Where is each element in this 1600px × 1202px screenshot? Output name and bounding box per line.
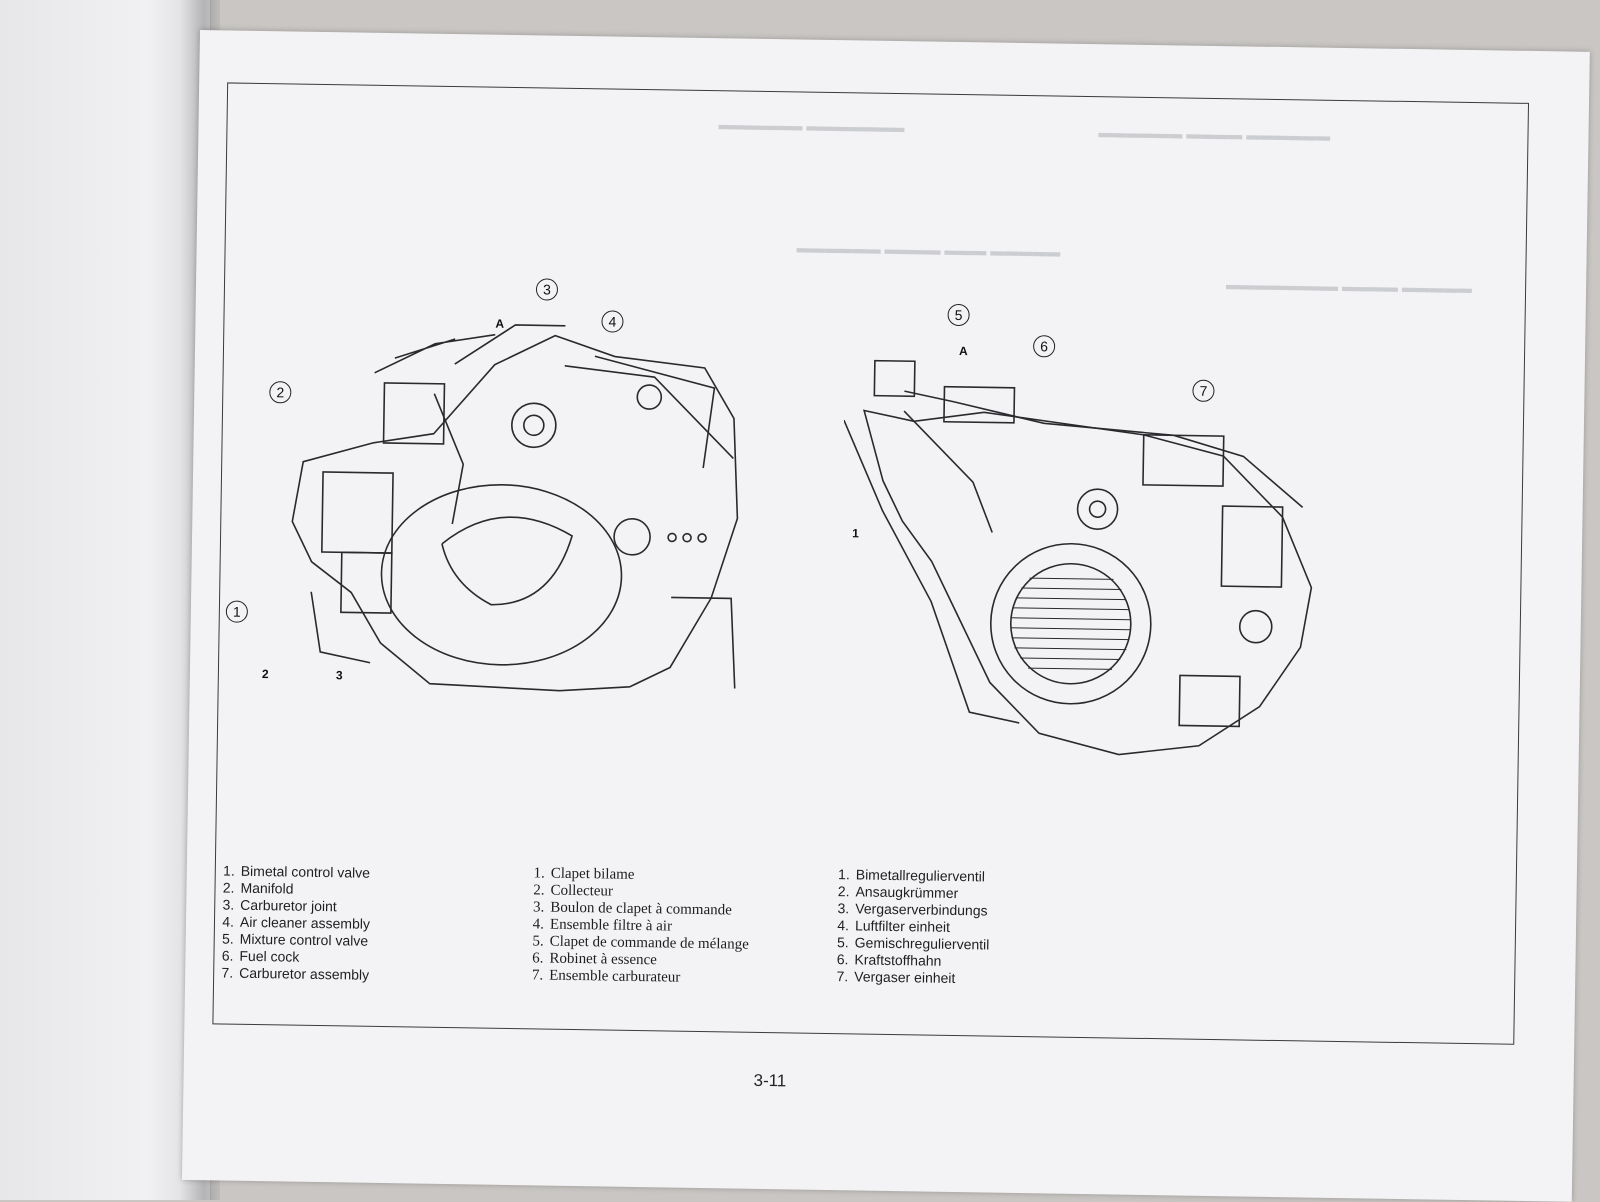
legend-item: 7.Ensemble carburateur [531,967,681,986]
diagram-label: 3 [335,668,343,683]
diagram-label: 1 [852,526,859,541]
legend-item: 7.Carburetor assembly [221,964,370,983]
engine-diagram-left [291,324,739,692]
legend-english: 1.Bimetal control valve 2.Manifold 3.Car… [215,862,371,983]
legend-item: 7.Vergaser einheit [836,968,956,986]
legend-french: 1.Clapet bilame 2.Collecteur 3.Boulon de… [525,865,750,987]
bleed-through-text: ▬▬▬▬▬▬ ▬▬▬▬▬▬▬ [718,116,905,136]
diagram-label: A [958,343,968,359]
page-number: 3-11 [753,1070,787,1091]
diagram-label: A [495,316,505,331]
left-page [0,0,211,1200]
engine-diagram-right [843,359,1313,756]
manual-page: ▬▬▬▬▬▬ ▬▬▬▬▬▬▬ ▬▬▬▬▬▬ ▬▬▬▬ ▬▬▬▬▬▬ ▬▬▬▬▬▬… [181,30,1590,1202]
diagram-label: 2 [261,667,269,682]
legend-german: 1.Bimetallregulierventil 2.Ansaugkrümmer… [830,866,990,987]
